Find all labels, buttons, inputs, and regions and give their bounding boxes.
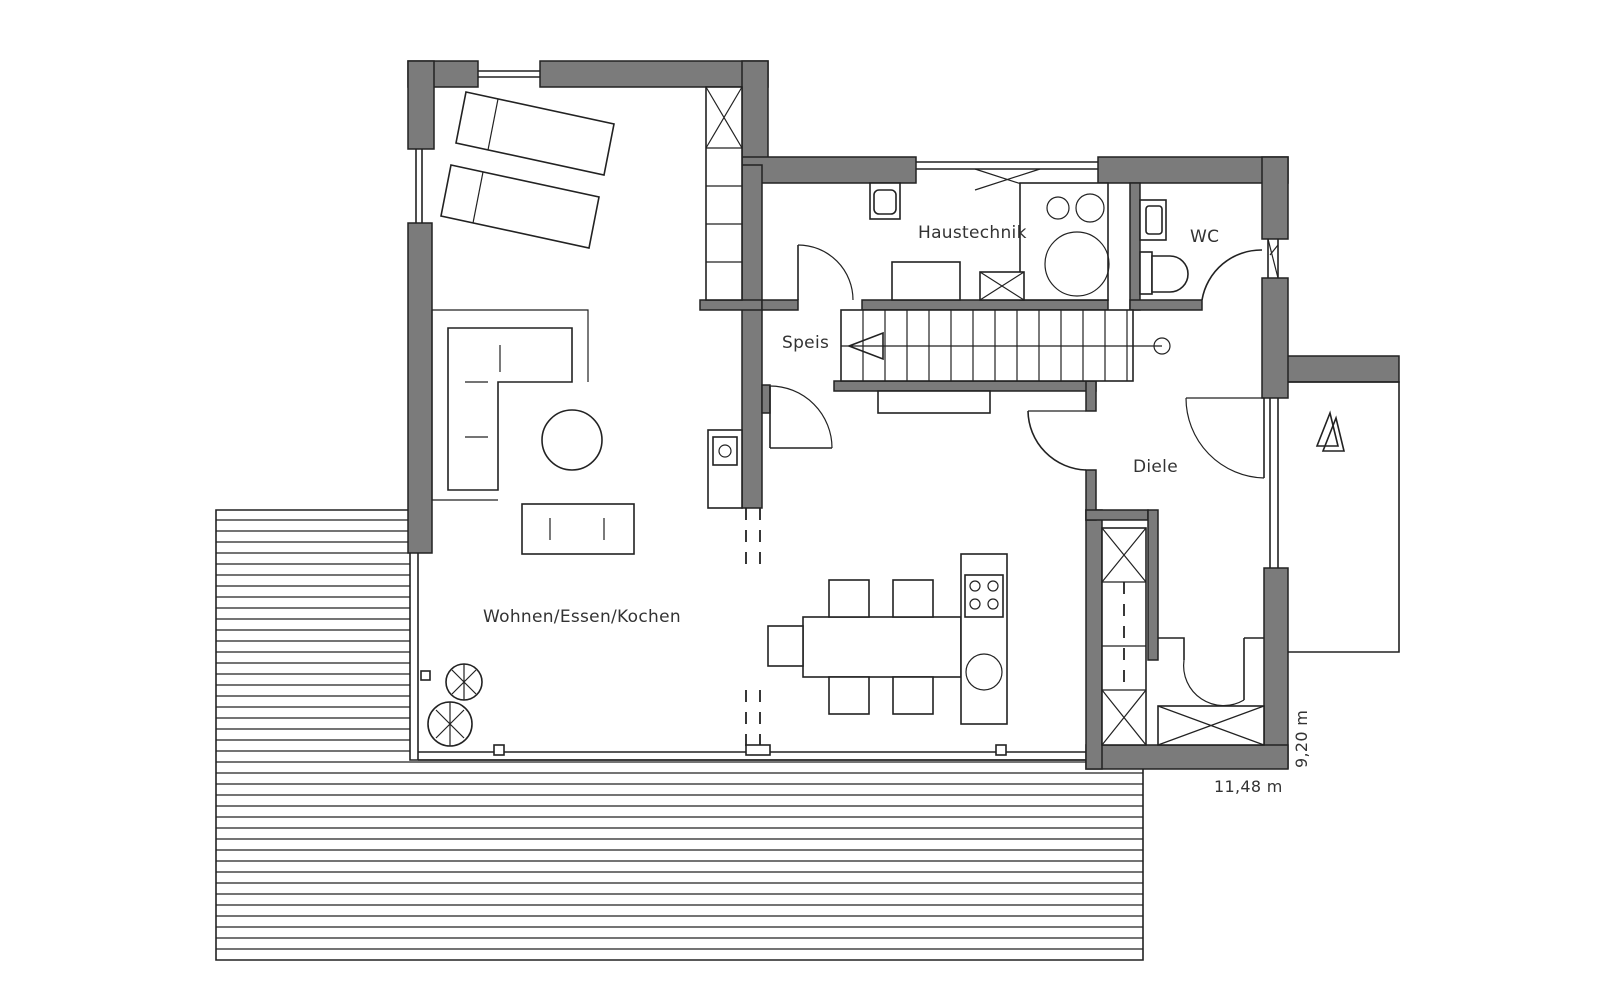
kitchen-sink	[707, 429, 743, 509]
sun-loungers	[440, 91, 615, 249]
plants	[420, 663, 1007, 756]
room-label-wc: WC	[1190, 227, 1219, 247]
hall-wardrobe	[1101, 527, 1265, 746]
room-label-utility: Haustechnik	[918, 223, 1027, 243]
dimension-depth: 9,20 m	[1292, 710, 1311, 768]
entrance-canopy	[1286, 355, 1400, 653]
room-label-pantry: Speis	[782, 333, 829, 353]
terrace-deck	[215, 509, 1144, 961]
hall-doors	[1027, 397, 1265, 479]
storage-column	[705, 86, 743, 301]
dimension-width: 11,48 m	[1214, 777, 1283, 796]
dining-area	[767, 553, 1008, 725]
utility-equipment	[869, 182, 1110, 301]
pantry-door	[769, 244, 854, 449]
room-label-hall: Diele	[1133, 457, 1178, 477]
room-label-living: Wohnen/Essen/Kochen	[483, 607, 681, 627]
wc-fixtures	[1139, 199, 1263, 301]
staircase	[840, 309, 1171, 382]
sofa	[431, 309, 635, 555]
walls	[407, 60, 1289, 770]
